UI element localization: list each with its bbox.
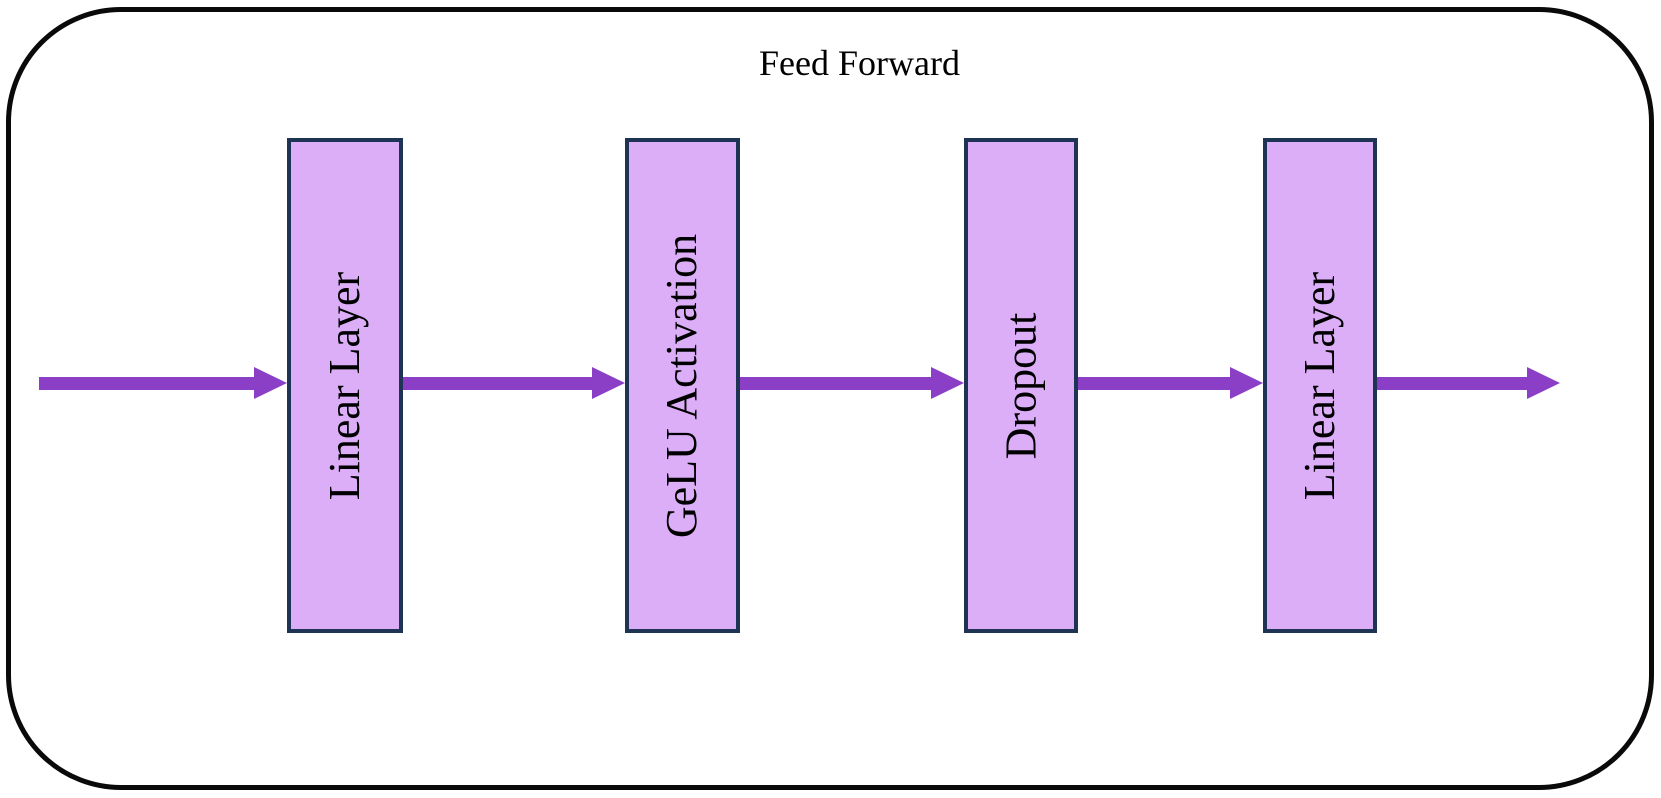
block-label: Linear Layer [320, 271, 369, 500]
diagram-title: Feed Forward [759, 43, 960, 83]
arrow-shaft [403, 376, 592, 390]
block-label: Linear Layer [1295, 271, 1344, 500]
arrow-shaft [740, 376, 931, 390]
flow-arrow [1078, 367, 1263, 399]
block-dropout: Dropout [964, 138, 1078, 633]
input-arrow [39, 367, 287, 399]
flow-arrow [740, 367, 964, 399]
arrow-head-icon [931, 367, 964, 399]
output-arrow [1377, 367, 1560, 399]
flow-arrow [403, 367, 625, 399]
arrow-head-icon [254, 367, 287, 399]
arrow-head-icon [592, 367, 625, 399]
arrow-shaft [1377, 376, 1527, 390]
block-gelu-activation: GeLU Activation [625, 138, 740, 633]
arrow-head-icon [1527, 367, 1560, 399]
diagram-outline [6, 7, 1654, 790]
arrow-head-icon [1230, 367, 1263, 399]
block-linear-layer-2: Linear Layer [1263, 138, 1377, 633]
block-label: Dropout [996, 312, 1045, 459]
arrow-shaft [1078, 376, 1230, 390]
block-linear-layer-1: Linear Layer [287, 138, 403, 633]
block-label: GeLU Activation [657, 233, 707, 538]
arrow-shaft [39, 376, 254, 390]
